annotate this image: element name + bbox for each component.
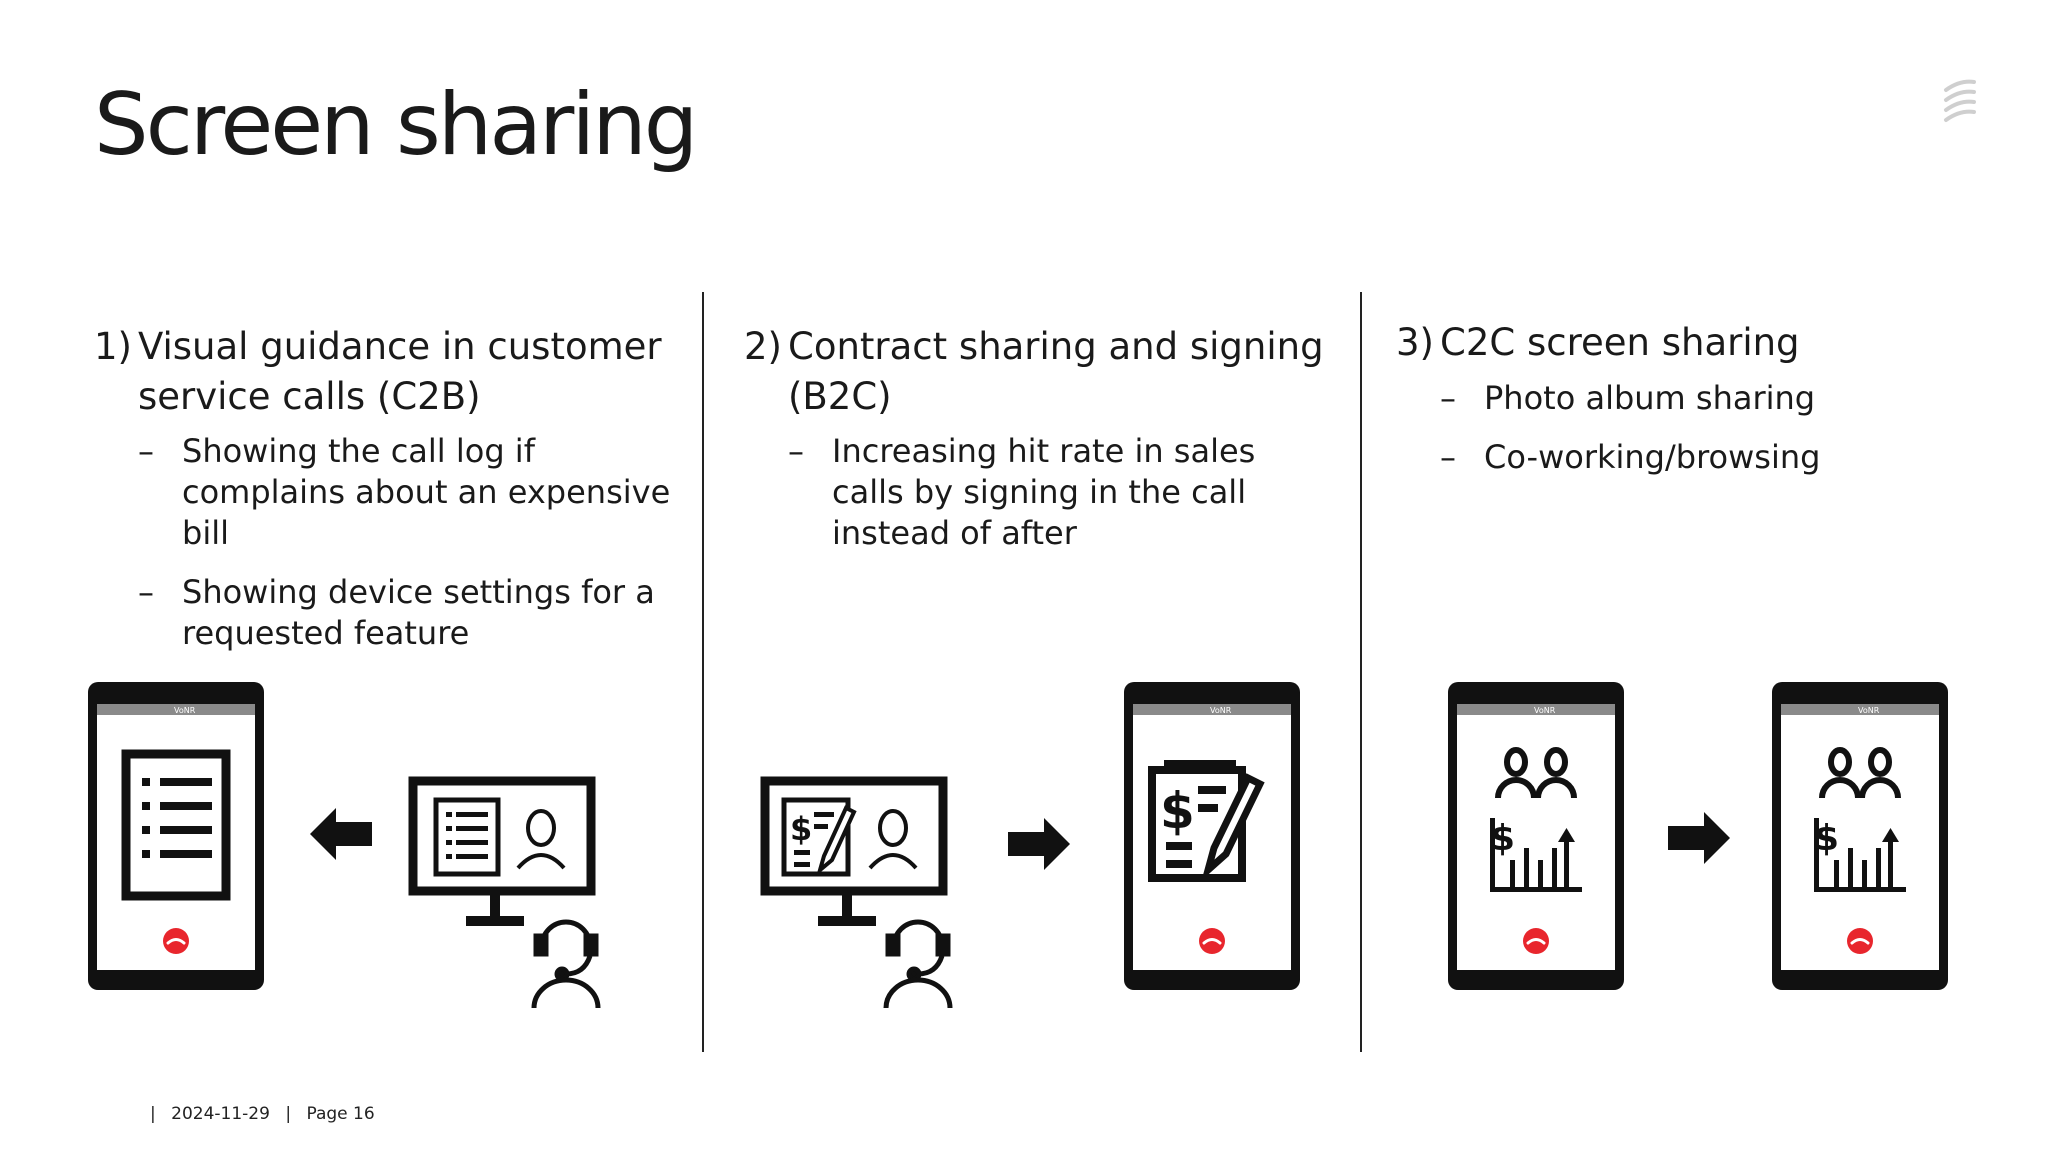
slide-footer: | 2024-11-29 | Page 16 [150,1104,385,1124]
arrow-left-icon [310,808,372,860]
phone-icon: VoNR $ [1124,682,1300,990]
phone-status-text: VoNR [1210,706,1232,715]
column-c2b: 1) Visual guidance in customer service c… [94,322,684,672]
phone-icon: VoNR $ [1772,682,1948,990]
list-item: –Co-working/browsing [1440,437,1821,476]
heading-number: 1) [94,325,132,368]
bullet-list: –Showing the call log if complains about… [138,431,684,654]
logo-icon [1944,79,1976,122]
column-heading: 3) C2C screen sharing [1396,318,1996,368]
monitor-icon [408,776,601,1009]
phone-status-text: VoNR [1534,706,1556,715]
end-call-icon [1523,928,1549,954]
column-heading: 2) Contract sharing and signing (B2C) [744,322,1324,421]
heading-text: Visual guidance in customer service call… [137,325,662,418]
arrow-right-icon [1668,812,1730,864]
column-divider-2 [1360,292,1362,1052]
phone-status-text: VoNR [174,706,196,715]
monitor-icon: $ [760,776,953,1009]
finance-chart-icon: $ [1490,818,1582,892]
footer-date: 2024-11-29 [171,1104,270,1124]
column-b2c: 2) Contract sharing and signing (B2C) –I… [744,322,1324,572]
heading-number: 2) [744,325,782,368]
footer-page-number: Page 16 [306,1104,375,1124]
list-item: –Showing the call log if complains about… [138,432,671,553]
people-icon [1819,747,1901,799]
bullet-list: –Increasing hit rate in sales calls by s… [788,431,1324,554]
heading-number: 3) [1396,321,1434,364]
contract-sign-icon: $ [781,797,857,877]
column-c2c: 3) C2C screen sharing –Photo album shari… [1396,318,1996,495]
svg-text:$: $ [790,810,812,848]
list-item: –Increasing hit rate in sales calls by s… [788,432,1256,553]
end-call-icon [1199,928,1225,954]
finance-chart-icon: $ [1814,818,1906,892]
phone-icon: VoNR [88,682,264,990]
agent-headset-icon [883,919,953,1009]
agent-headset-icon [531,919,601,1009]
phone-icon: VoNR $ [1448,682,1624,990]
footer-separator: | [285,1104,292,1124]
end-call-icon [1847,928,1873,954]
column-heading: 1) Visual guidance in customer service c… [94,322,684,421]
slide-title: Screen sharing [94,75,698,175]
people-icon [1495,747,1577,799]
phone-status-text: VoNR [1858,706,1880,715]
list-item: –Showing device settings for a requested… [138,573,655,652]
heading-text: C2C screen sharing [1439,321,1800,364]
end-call-icon [163,928,189,954]
footer-separator: | [150,1104,156,1124]
list-icon [121,749,231,901]
document-icon [433,797,501,877]
contract-sign-icon: $ [1148,760,1265,882]
column-divider-1 [702,292,704,1052]
arrow-right-icon [1008,818,1070,870]
list-item: –Photo album sharing [1440,378,1816,417]
heading-text: Contract sharing and signing (B2C) [787,325,1324,418]
bullet-list: –Photo album sharing –Co-working/browsin… [1440,378,1996,478]
svg-text:$: $ [1160,782,1195,840]
